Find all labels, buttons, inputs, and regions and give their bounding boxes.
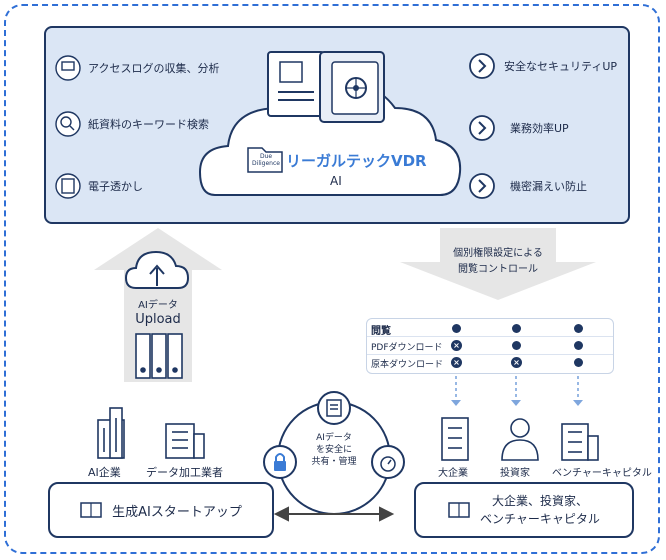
benefit-leak-prevention: 機密漏えい防止 <box>510 178 587 194</box>
magnifier-icon <box>60 116 72 128</box>
permission-table: 閲覧 PDFダウンロード 原本ダウンロード × × × <box>366 318 614 374</box>
perm-mark-denied: × <box>451 357 462 368</box>
perm-mark <box>512 341 521 350</box>
log-icon <box>61 61 75 71</box>
lock-icon <box>274 453 286 471</box>
party-enterprise: 大企業 <box>438 468 468 479</box>
benefit-security: 安全なセキュリティUP <box>504 58 617 74</box>
feature-label: 紙資料のキーワード検索 <box>88 118 209 131</box>
perm-mark <box>574 324 583 333</box>
perm-mark <box>512 324 521 333</box>
access-control-arrow <box>400 228 596 300</box>
perm-row-pdf-label: PDFダウンロード <box>371 343 443 353</box>
upload-arrow <box>94 228 222 382</box>
benefit-label: 安全なセキュリティUP <box>504 60 618 73</box>
investor-box: 大企業、投資家、 ベンチャーキャピタル <box>414 482 634 538</box>
upload-label-1: AIデータ <box>138 300 178 311</box>
benefit-label: 機密漏えい防止 <box>510 180 587 193</box>
server-icon <box>135 333 183 379</box>
cloud-upload-icon <box>124 250 190 289</box>
center-line: 共有・管理 <box>311 457 357 467</box>
badge-top: Due <box>259 153 273 160</box>
investor-icon <box>501 418 539 461</box>
perm-mark-denied: × <box>451 340 462 351</box>
benefit-efficiency: 業務効率UP <box>510 120 569 136</box>
stopwatch-icon <box>380 456 396 472</box>
building-icon-vc <box>561 423 599 461</box>
building-icon-enterprise <box>441 417 469 461</box>
party-data-processor: データ加工業者 <box>146 466 223 479</box>
folder-icon <box>247 147 283 173</box>
center-line: を安全に <box>315 445 352 455</box>
center-caption: AIデータ を安全に 共有・管理 <box>300 432 368 468</box>
book-icon <box>448 502 470 518</box>
feature-label: アクセスログの収集、分析 <box>88 62 220 75</box>
feature-label: 電子透かし <box>88 180 143 193</box>
due-diligence-badge: Due Diligence <box>251 153 281 167</box>
perm-mark <box>574 341 583 350</box>
perm-row-original-label: 原本ダウンロード <box>371 360 444 370</box>
timer-node <box>371 445 405 479</box>
watermark-icon <box>61 178 75 194</box>
investor-line: ベンチャーキャピタル <box>480 512 600 526</box>
access-label-2: 閲覧コントロール <box>458 264 538 275</box>
party-vc: ベンチャーキャピタル <box>552 468 652 479</box>
doc-icon <box>326 399 342 417</box>
badge-bottom: Diligence <box>252 160 280 167</box>
startup-box: 生成AIスタートアップ <box>48 482 274 538</box>
investor-line: 大企業、投資家、 <box>491 494 588 508</box>
safe-icon <box>319 51 385 123</box>
access-label-1: 個別権限設定による <box>453 248 543 259</box>
dashed-frame <box>4 4 660 554</box>
document-icon <box>267 51 325 117</box>
vdr-subtitle: AI <box>330 174 342 188</box>
perm-mark <box>574 358 583 367</box>
perm-mark-denied: × <box>511 357 522 368</box>
doc-node <box>317 391 351 425</box>
party-ai-company: AI企業 <box>88 466 121 479</box>
party-investor: 投資家 <box>500 468 530 479</box>
center-line: AIデータ <box>316 433 352 443</box>
building-icon-ai <box>97 407 125 459</box>
startup-label: 生成AIスタートアップ <box>112 504 242 520</box>
upload-label-2: Upload <box>135 312 181 327</box>
feature-access-log: アクセスログの収集、分析 <box>88 60 219 76</box>
perm-row-view-label: 閲覧 <box>371 326 391 337</box>
benefit-label: 業務効率UP <box>510 122 569 135</box>
building-icon-processor <box>165 423 205 459</box>
vdr-title: リーガルテックVDR <box>286 152 427 170</box>
perm-mark <box>452 324 461 333</box>
feature-watermark: 電子透かし <box>88 178 143 194</box>
double-arrow <box>273 506 395 522</box>
feature-keyword-search: 紙資料のキーワード検索 <box>88 116 209 132</box>
book-icon <box>80 502 102 518</box>
